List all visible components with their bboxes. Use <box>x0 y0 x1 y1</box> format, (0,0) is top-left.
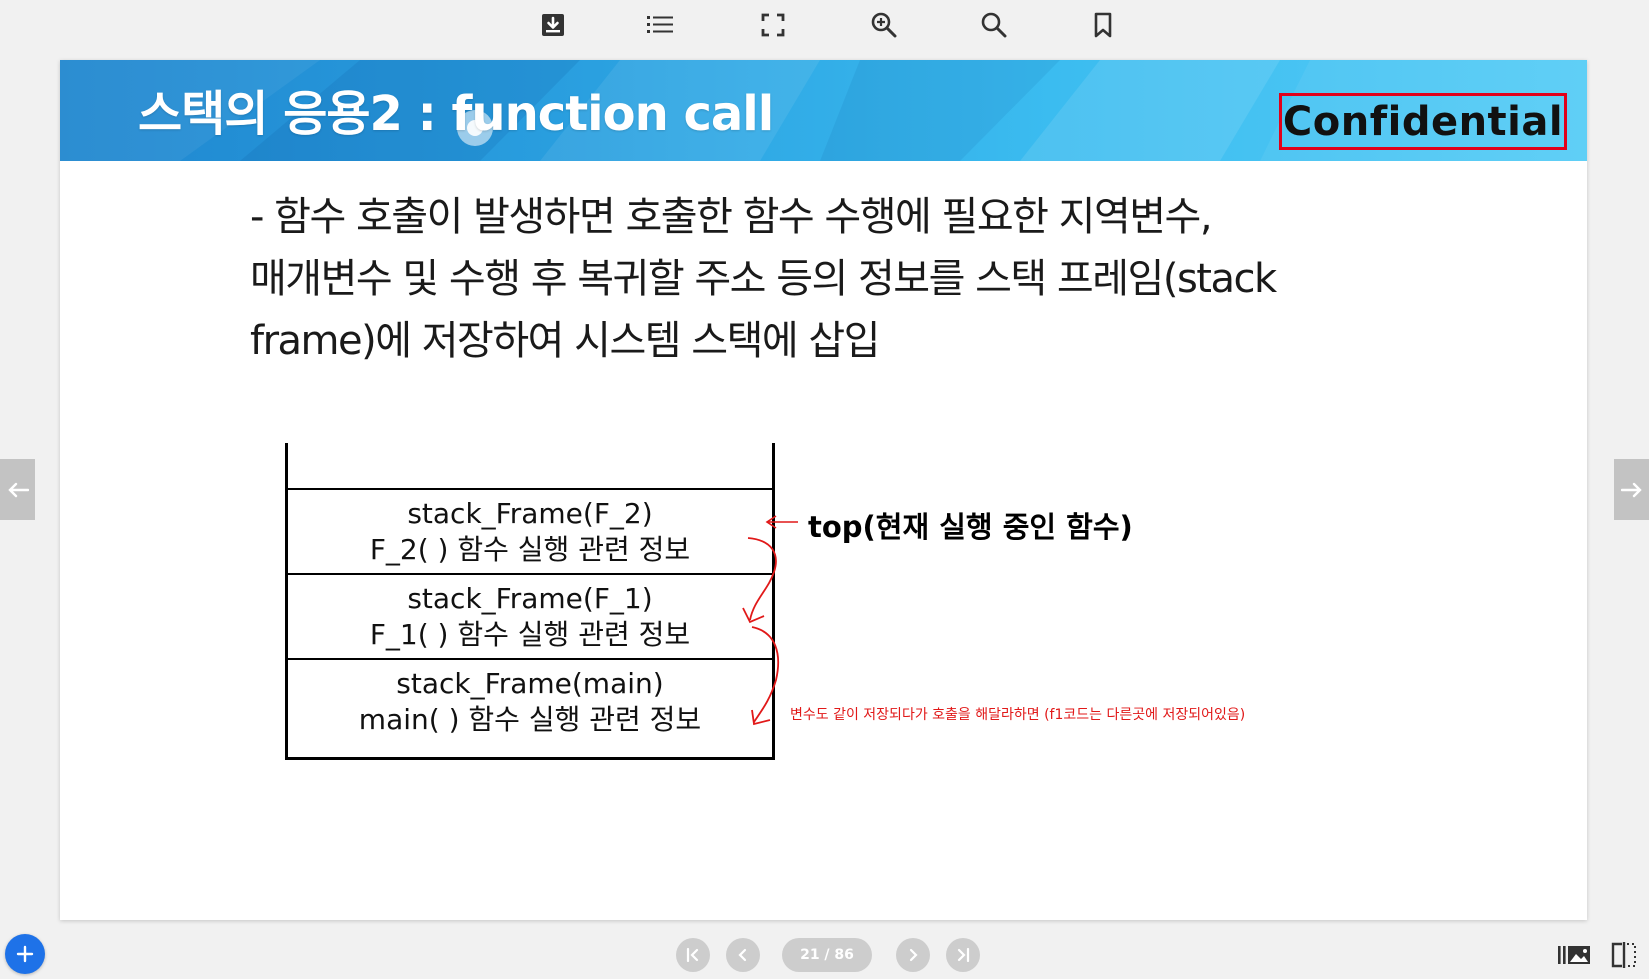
bookmark-icon[interactable] <box>1085 9 1121 41</box>
header-pattern <box>60 60 1587 161</box>
body-line-2: 매개변수 및 수행 후 복귀할 주소 등의 정보를 스택 프레임(stack <box>250 256 1277 302</box>
frame-divider <box>288 488 772 490</box>
zoom-in-icon[interactable] <box>866 9 902 41</box>
first-page-button[interactable] <box>676 938 710 972</box>
add-button[interactable] <box>5 934 45 974</box>
frame-f1-desc: F_1( ) 함수 실행 관련 정보 <box>369 618 691 651</box>
prev-page-arrow[interactable] <box>0 459 35 520</box>
last-page-button[interactable] <box>946 938 980 972</box>
next-page-button[interactable] <box>896 938 930 972</box>
fullscreen-icon[interactable] <box>755 9 791 41</box>
body-line-1: - 함수 호출이 발생하면 호출한 함수 수행에 필요한 지역변수, <box>250 194 1213 240</box>
search-icon[interactable] <box>976 9 1012 41</box>
slide-title: 스택의 응용2 : function call <box>138 86 774 142</box>
list-icon[interactable] <box>642 9 678 41</box>
prev-page-button[interactable] <box>726 938 760 972</box>
page-indicator: 21 / 86 <box>782 938 872 972</box>
frame-main-name: stack_Frame(main) <box>396 667 664 700</box>
frame-main-desc: main( ) 함수 실행 관련 정보 <box>358 703 702 736</box>
split-view-icon[interactable] <box>1606 939 1642 971</box>
frame-divider <box>288 658 772 660</box>
confidential-label: Confidential <box>1279 93 1567 150</box>
frame-divider <box>288 573 772 575</box>
download-icon[interactable] <box>535 9 571 41</box>
slide: 스택의 응용2 : function call Confidential - 함… <box>60 60 1587 920</box>
annotation-note: 변수도 같이 저장되다가 호출을 해달라하면 (f1코드는 다른곳에 저장되어있… <box>790 707 1246 723</box>
gallery-icon[interactable] <box>1556 939 1592 971</box>
stack-diagram: stack_Frame(F_2) F_2( ) 함수 실행 관련 정보 stac… <box>285 443 775 760</box>
next-page-arrow[interactable] <box>1614 459 1649 520</box>
frame-f1-name: stack_Frame(F_1) <box>407 582 653 615</box>
frame-f2-desc: F_2( ) 함수 실행 관련 정보 <box>369 533 691 566</box>
body-line-3: frame)에 저장하여 시스템 스택에 삽입 <box>250 318 880 364</box>
slide-header: 스택의 응용2 : function call Confidential <box>60 60 1587 161</box>
top-label: top(현재 실행 중인 함수) <box>808 510 1133 544</box>
frame-f2-name: stack_Frame(F_2) <box>407 497 653 530</box>
